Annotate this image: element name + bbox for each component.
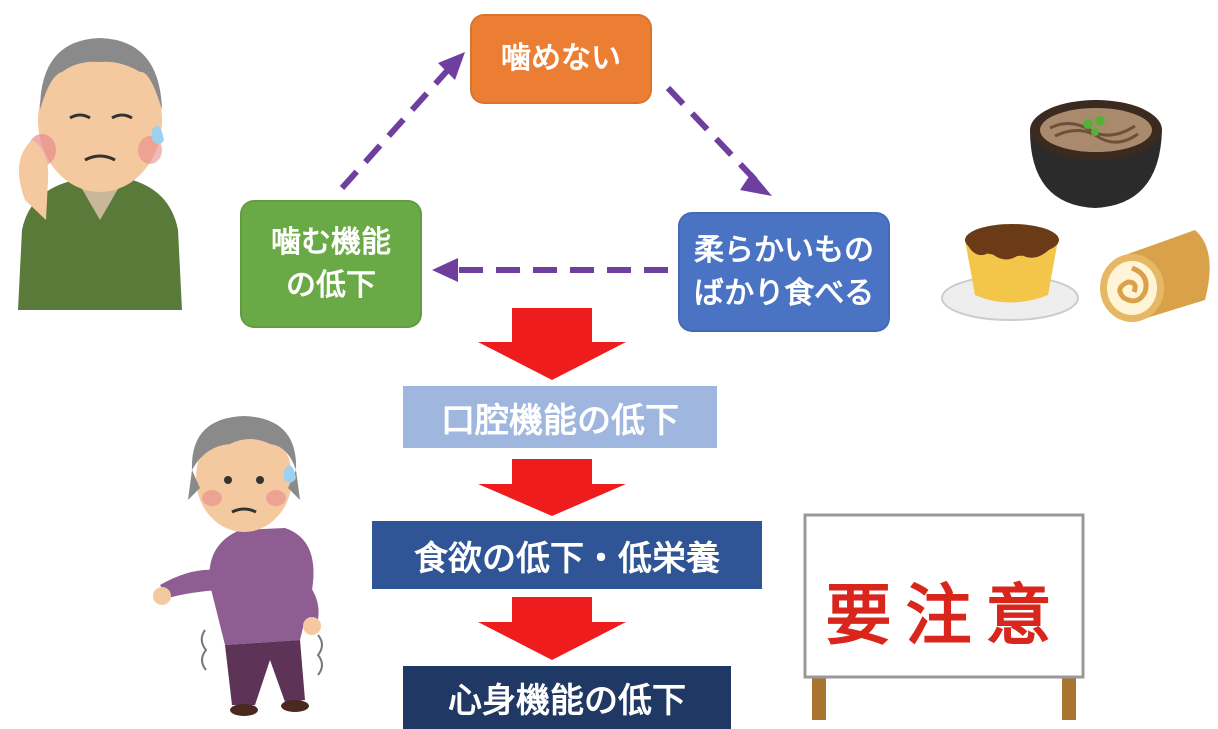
down-arrow-2 [478,459,626,516]
roll-cake-illustration [1100,230,1210,322]
down-arrow-3 [478,597,626,660]
trembling-elderly-woman-illustration [153,416,323,716]
flow-box-appetite-malnutrition-label: 食欲の低下・低栄養 [414,538,720,579]
cycle-box-chewing-decline-label: 噛む機能 の低下 [271,224,391,304]
flow-box-physical-mental-decline: 心身機能の低下 [403,666,731,729]
arrowhead-top-to-right [740,172,772,196]
flow-box-physical-mental-decline-label: 心身機能の低下 [448,681,686,721]
worried-elderly-man-illustration [18,38,182,310]
caution-sign-text: 要注意 [825,576,1066,654]
flow-box-oral-function-decline-label: 口腔機能の低下 [441,400,679,441]
sign-board-illustration [803,513,1085,720]
arrowhead-left-to-top [438,52,465,80]
cycle-box-cannot-chew: 噛めない [470,14,652,104]
arrowhead-right-to-left [432,258,458,282]
cycle-box-soft-food: 柔らかいもの ばかり食べる [678,212,890,332]
flow-box-appetite-malnutrition: 食欲の低下・低栄養 [372,521,762,589]
pudding-illustration [941,224,1079,321]
arrow-top-to-right [665,85,763,188]
arrow-left-to-top [339,59,458,191]
flow-box-oral-function-decline: 口腔機能の低下 [403,386,717,448]
noodle-bowl-illustration [1030,100,1162,208]
cycle-box-chewing-decline: 噛む機能 の低下 [240,200,422,328]
cycle-box-cannot-chew-label: 噛めない [501,41,621,77]
cycle-box-soft-food-label: 柔らかいもの ばかり食べる [693,232,875,312]
down-arrow-1 [478,308,626,380]
